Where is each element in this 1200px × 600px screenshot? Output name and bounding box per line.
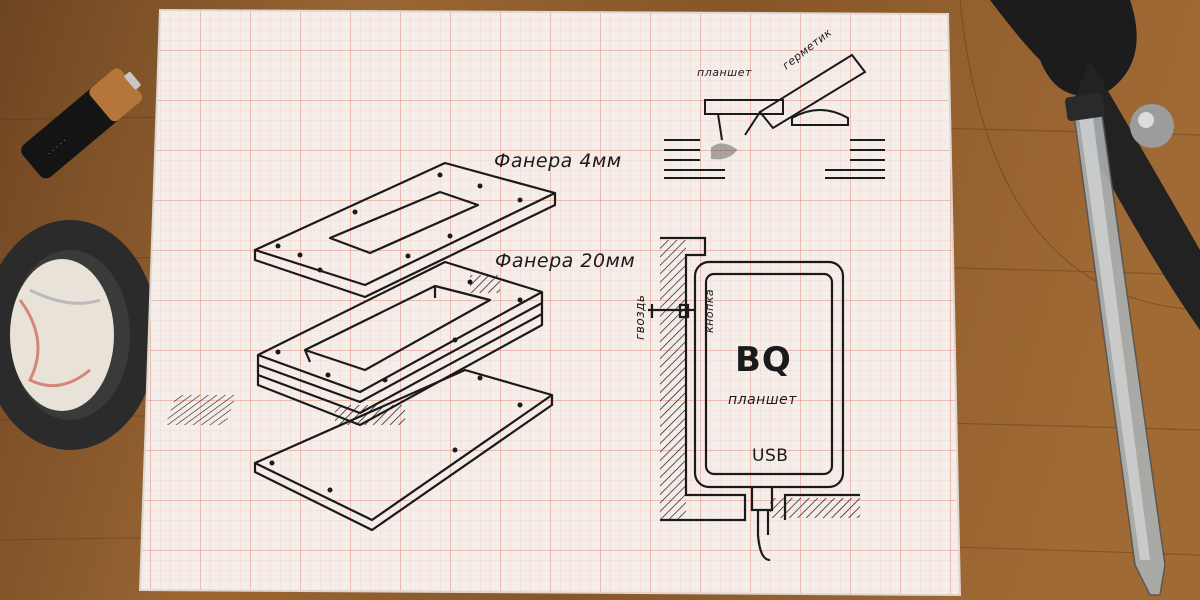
sealant-detail [664, 53, 885, 179]
label-tablet-detail: планшет [697, 66, 752, 79]
plywood-4mm-plate [253, 161, 557, 299]
label-nail: гвоздь [633, 294, 647, 340]
label-plywood-20mm: Фанера 20мм [495, 250, 636, 272]
label-button: кнопка [703, 288, 716, 333]
plywood-bottom-plate [253, 368, 554, 532]
label-usb: USB [752, 446, 789, 466]
electrical-tape-roll [0, 220, 158, 450]
label-tablet: планшет [728, 392, 797, 408]
notebook-page [138, 8, 962, 597]
battery: · · · · · [21, 68, 143, 179]
label-brand: BQ [735, 340, 792, 380]
label-plywood-4mm: Фанера 4мм [494, 150, 622, 172]
wall-mount-section [648, 236, 860, 562]
plywood-20mm-frame [165, 260, 544, 427]
pen [1065, 92, 1166, 596]
